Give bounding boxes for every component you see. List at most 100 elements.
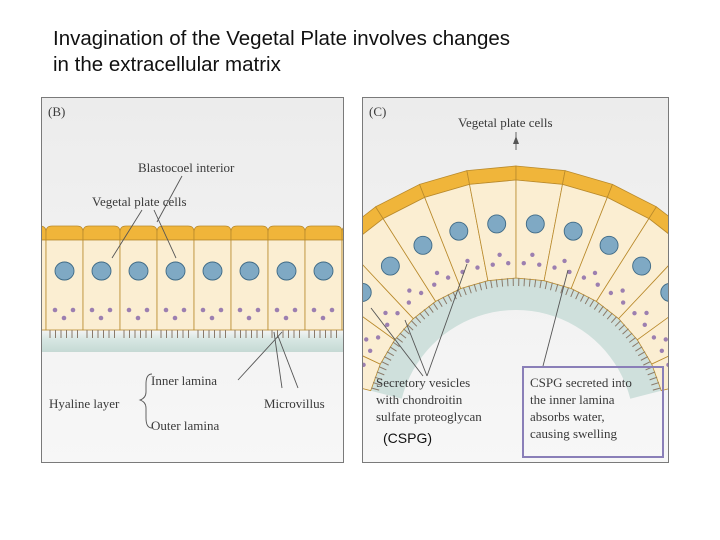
curved-microvilli — [371, 278, 661, 391]
vesicle — [659, 348, 665, 353]
microvillus — [606, 312, 613, 320]
nucleus — [54, 261, 75, 281]
hyaline-layer-label: Hyaline layer — [49, 396, 120, 411]
microvillus — [432, 302, 439, 310]
curved-vegetal-cells — [363, 165, 668, 392]
microvilli-row — [49, 330, 337, 338]
nucleus — [599, 235, 619, 255]
microvillus — [501, 278, 504, 287]
microvillus — [544, 281, 548, 290]
panel-b-flat-vegetal-plate: (B) Blastocoel interior Vegetal plate ce… — [41, 97, 344, 463]
microvillus — [625, 332, 633, 339]
cell-apical-cap — [304, 225, 343, 241]
microvillus — [383, 356, 392, 361]
vesicle — [432, 282, 437, 287]
cell-apical-cap — [119, 225, 158, 241]
nucleus — [239, 261, 260, 281]
microvillus — [376, 371, 385, 376]
microvillus — [410, 320, 418, 327]
vesicle — [237, 307, 243, 313]
inner-lamina-label: Inner lamina — [151, 373, 218, 388]
panel-c-invaginating-plate: (C) Vegetal plate cells Secretory vesicl… — [362, 97, 669, 463]
microvillus — [479, 282, 483, 291]
cell-apical-cap — [45, 225, 84, 241]
vesicle — [434, 270, 440, 276]
microvillus — [602, 309, 609, 317]
microvillus — [593, 302, 600, 310]
panel-c-illustration — [363, 98, 668, 462]
cell-body — [193, 239, 232, 331]
microvillus — [651, 382, 660, 386]
nucleus — [276, 261, 297, 281]
vesicle — [465, 258, 470, 264]
microvillus — [386, 351, 395, 357]
microvillus — [473, 283, 477, 292]
nucleus — [525, 214, 545, 234]
vesicle — [61, 315, 67, 321]
microvillus — [637, 351, 646, 357]
cspg-callout-line-4: causing swelling — [530, 426, 618, 441]
microvillus-label: Microvillus — [264, 396, 325, 411]
microvillus — [555, 283, 559, 292]
panel-b-illustration — [42, 98, 343, 462]
microvillus — [560, 285, 564, 294]
panel-b-pointer-lines — [111, 175, 299, 429]
cell-body — [82, 239, 121, 331]
microvillus — [647, 371, 656, 376]
vesicle — [644, 310, 649, 316]
microvillus — [534, 279, 537, 288]
vesicle — [407, 288, 412, 293]
microvillus — [378, 366, 387, 371]
cell-apical-cap — [267, 225, 306, 241]
vesicle — [255, 307, 261, 313]
vesicle — [385, 322, 390, 328]
microvillus — [652, 387, 661, 391]
vesicle — [445, 275, 451, 280]
cell-body — [267, 239, 306, 331]
up-arrow-icon — [513, 136, 519, 144]
vesicle — [490, 262, 495, 267]
microvillus — [565, 287, 570, 296]
slide-title: Invagination of the Vegetal Plate involv… — [53, 26, 693, 78]
microvillus — [415, 316, 422, 324]
blastocoel-interior-label: Blastocoel interior — [138, 160, 235, 175]
cell-apical-cap — [193, 225, 232, 241]
vesicle — [651, 335, 657, 340]
microvillus — [419, 312, 426, 320]
nucleus — [449, 221, 469, 241]
cell-body — [156, 239, 195, 331]
vesicle — [367, 348, 373, 353]
microvillus — [462, 287, 467, 296]
vesicle — [172, 315, 178, 321]
microvillus — [452, 291, 457, 300]
vesicle — [642, 322, 647, 328]
vesicle — [363, 362, 366, 368]
vegetal-plate-cells-label-c: Vegetal plate cells — [458, 115, 553, 130]
microvillus — [381, 361, 389, 366]
microvillus — [580, 294, 585, 302]
vesicle — [311, 307, 317, 313]
secretory-vesicles-line-3: sulfate proteoglycan — [376, 409, 482, 424]
microvillus — [437, 299, 443, 307]
vesicle — [163, 307, 169, 313]
vesicle — [320, 315, 326, 321]
microvillus — [549, 282, 553, 291]
title-line-1: Invagination of the Vegetal Plate involv… — [53, 27, 511, 50]
microvillus — [484, 281, 488, 290]
microvillus — [622, 328, 629, 335]
nucleus — [413, 235, 433, 255]
microvillus — [584, 296, 590, 305]
vesicle — [406, 300, 412, 305]
vesicle — [70, 307, 76, 313]
vesicle — [537, 262, 542, 267]
vesicle — [364, 337, 369, 342]
vesicle — [375, 335, 381, 340]
microvillus — [399, 332, 407, 339]
cell-body — [42, 239, 47, 331]
cell-body — [341, 239, 343, 331]
vesicle — [292, 307, 298, 313]
microvillus — [632, 341, 640, 348]
microvillus — [618, 324, 626, 331]
panel-c-label: (C) — [369, 104, 387, 119]
microvillus — [495, 279, 498, 288]
